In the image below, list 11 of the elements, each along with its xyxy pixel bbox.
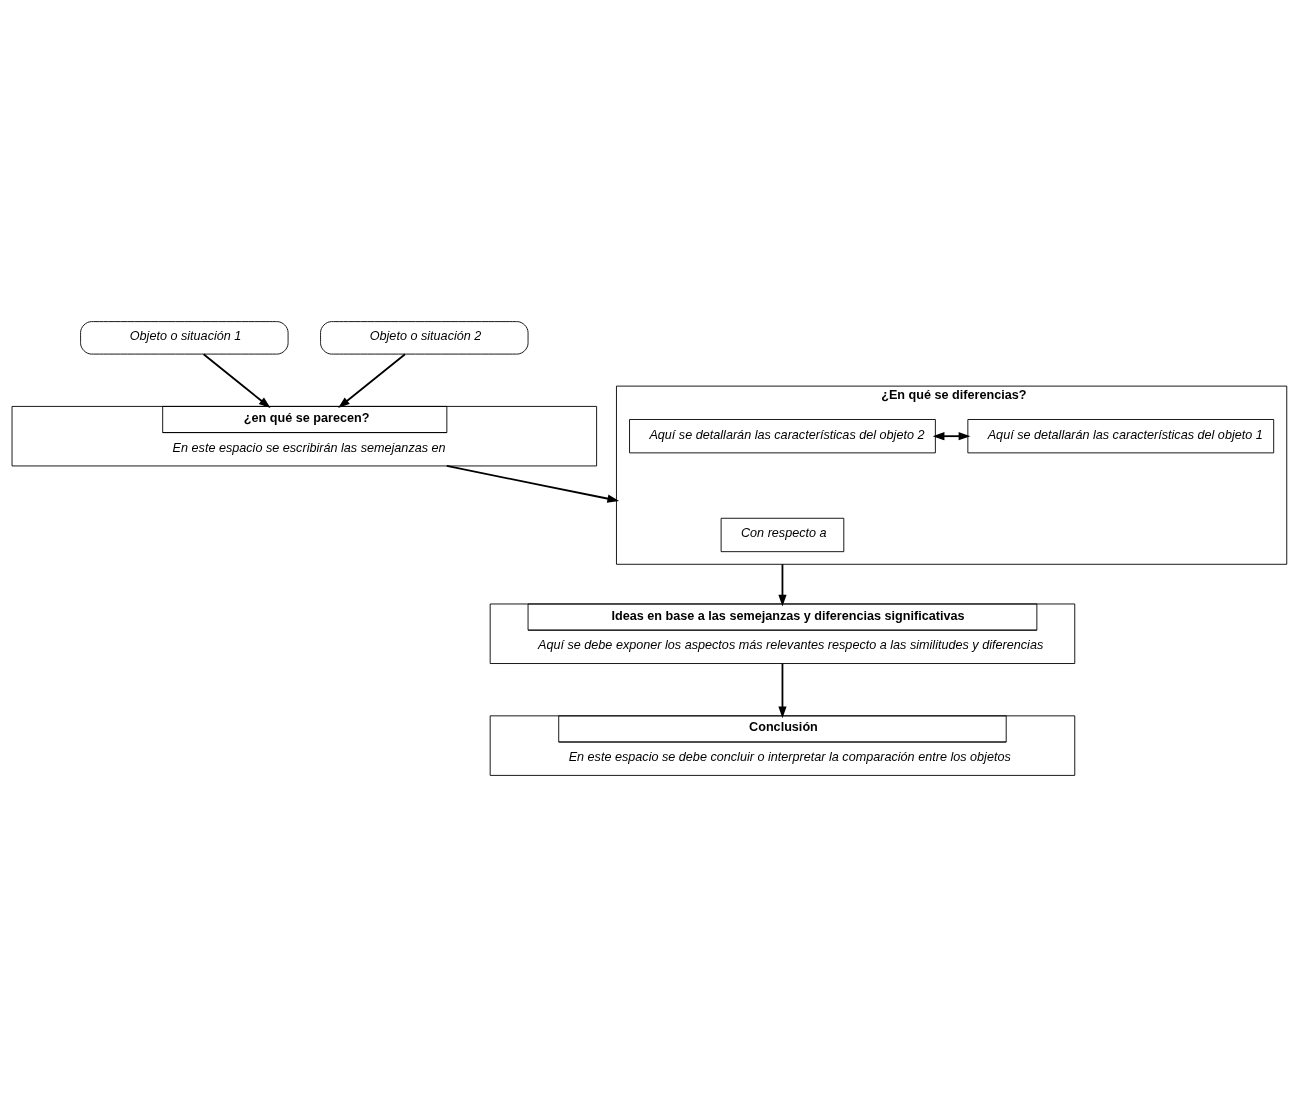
node-box: Objeto o situación 2 [320, 321, 529, 355]
node-box: Objeto o situación 1 [80, 321, 289, 355]
node-box: Aquí se detallarán las características del objeto 2 [629, 419, 936, 454]
arrow [932, 432, 971, 441]
arrow [445, 465, 620, 503]
arrow [778, 563, 787, 607]
arrow [202, 353, 271, 409]
arrow [778, 662, 787, 719]
node-box: Aquí se detallarán las características del objeto 1 [967, 419, 1275, 454]
arrow [338, 353, 406, 409]
node-box: Con respecto a [720, 517, 845, 553]
